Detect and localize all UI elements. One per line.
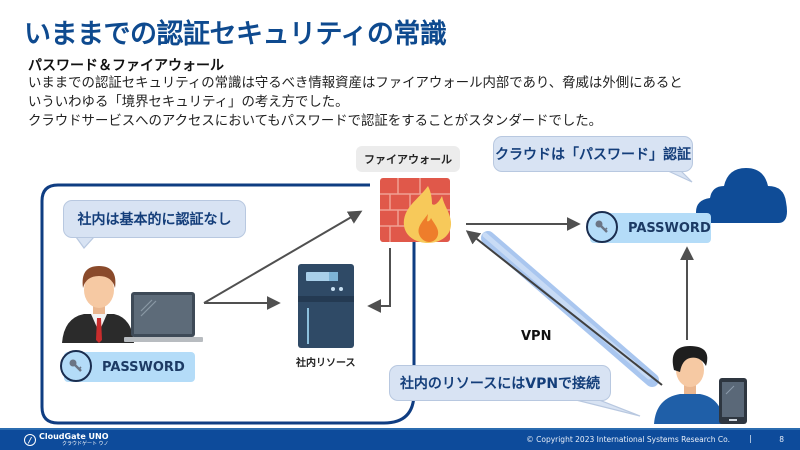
page-title: いままでの認証セキュリティの常識 [24, 19, 447, 50]
paragraph-line: クラウドサービスへのアクセスにおいてもパスワードで認証をすることがスタンダードで… [28, 114, 603, 129]
firewall-label: ファイアウォール [356, 146, 460, 172]
paragraph-line: いういわゆる「境界セキュリティ」の考え方でした。 [28, 95, 349, 110]
server-icon [298, 264, 354, 348]
section-subtitle: パスワード＆ファイアウォール [28, 58, 224, 74]
bubble-text: 社内は基本的に認証なし [77, 212, 232, 228]
bubble-cloud-password: クラウドは「パスワード」認証 [493, 136, 693, 172]
logo-mark-icon: / [24, 434, 36, 446]
bubble-internal-no-auth: 社内は基本的に認証なし [63, 200, 246, 238]
internal-network-boundary [40, 183, 416, 425]
cloud-icon [696, 168, 787, 223]
key-icon [586, 211, 618, 243]
password-badge-cloud: PASSWORD [586, 211, 711, 243]
office-worker-icon [62, 266, 134, 343]
key-icon [60, 350, 92, 382]
paragraph-line: いままでの認証セキュリティの常識は守るべき情報資産はファイアウォール内部であり、… [28, 76, 683, 91]
password-badge-internal: PASSWORD [60, 350, 195, 382]
page-number: 8 [779, 435, 784, 444]
arrow-remote-to-firewall [465, 230, 663, 386]
bubble-tail [74, 236, 96, 249]
logo-text: CloudGate UNO [39, 432, 109, 441]
description-paragraph: いままでの認証セキュリティの常識は守るべき情報資産はファイアウォール内部であり、… [28, 74, 683, 131]
footer-bar: / CloudGate UNO クラウドゲート ウノ © Copyright 2… [0, 428, 800, 450]
logo: / CloudGate UNO クラウドゲート ウノ [24, 433, 109, 447]
arrow-laptop-to-firewall [203, 210, 363, 304]
arrow-firewall-to-resource [367, 248, 391, 313]
password-label: PASSWORD [628, 220, 711, 236]
resource-label: 社内リソース [296, 358, 356, 369]
password-label: PASSWORD [102, 359, 185, 375]
smartphone-icon [719, 378, 747, 424]
firewall-icon [380, 178, 452, 243]
bubble-text: クラウドは「パスワード」認証 [495, 147, 691, 163]
logo-subtext: クラウドゲート ウノ [61, 441, 109, 447]
remote-worker-icon [654, 346, 724, 424]
bubble-vpn-connect: 社内のリソースにはVPNで接続 [389, 365, 611, 401]
copyright-text: © Copyright 2023 International Systems R… [526, 435, 730, 444]
footer-separator: | [749, 434, 752, 443]
bubble-text: 社内のリソースにはVPNで接続 [399, 376, 601, 392]
vpn-label: VPN [521, 329, 552, 344]
laptop-icon [124, 292, 203, 342]
